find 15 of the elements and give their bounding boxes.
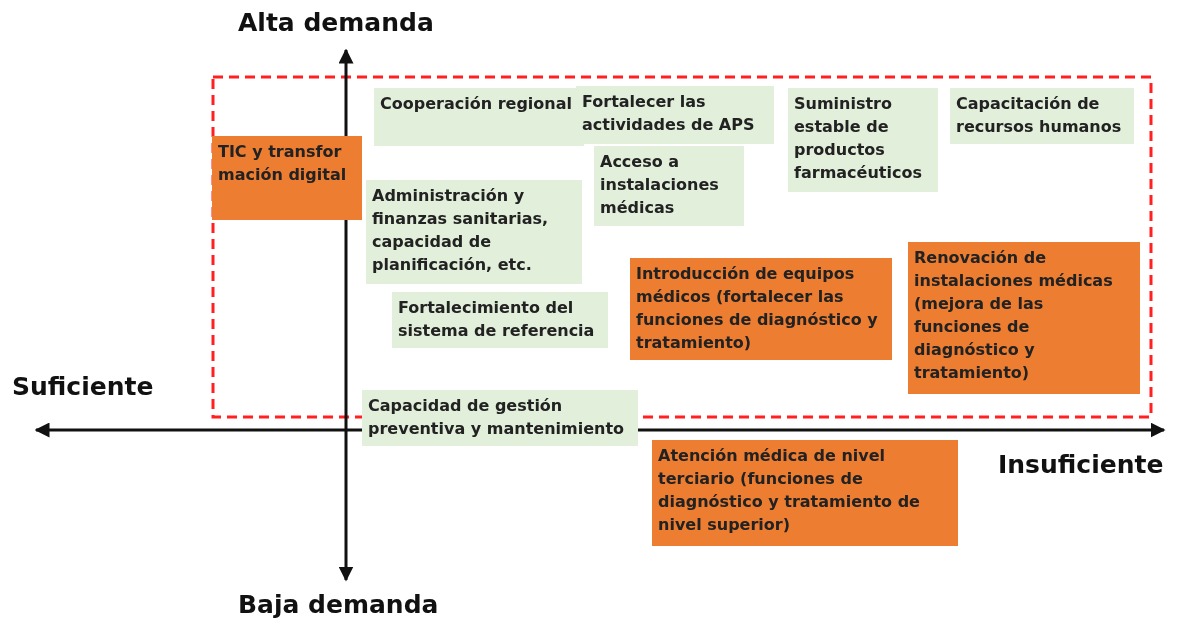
item-box: Suministro estable de productos farmacéuticos (788, 88, 938, 192)
highlight-box: Atención médica de nivel terciario (funciones de diagnóstico y tratamiento de nivel superior) (652, 440, 958, 546)
axis-label: Insuficiente (998, 450, 1164, 479)
highlight-box: TIC y transformación digital (212, 136, 362, 220)
item-box: Fortalecimiento del sistema de referencia (392, 292, 608, 348)
axis-label: Baja demanda (238, 590, 439, 619)
item-box: Fortalecer las actividades de APS (576, 86, 774, 144)
item-box: Acceso a instalaciones médicas (594, 146, 744, 226)
axis-label: Suficiente (12, 372, 154, 401)
highlight-box: Renovación de instalaciones médicas (mejora de las funciones de diagnóstico y tratamiento) (908, 242, 1140, 394)
item-box: Capacitación de recursos humanos (950, 88, 1134, 144)
item-box: Administración y finanzas sanitarias, capacidad de planificación, etc. (366, 180, 582, 284)
highlight-box: Introducción de equipos médicos (fortalecer las funciones de diagnóstico y tratamiento) (630, 258, 892, 360)
item-box: Capacidad de gestión preventiva y mantenimiento (362, 390, 638, 446)
axis-label: Alta demanda (238, 8, 434, 37)
